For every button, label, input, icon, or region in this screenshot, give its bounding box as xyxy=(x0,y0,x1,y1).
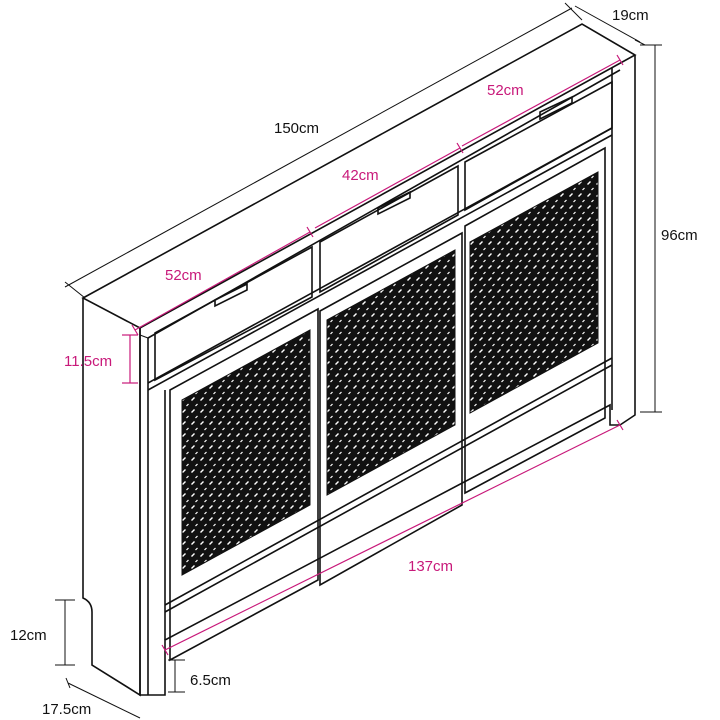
label-drawer-height: 11.5cm xyxy=(64,353,112,370)
drawer-handle-right[interactable] xyxy=(539,95,573,121)
label-height: 96cm xyxy=(661,227,698,244)
dim-96 xyxy=(640,44,662,413)
label-drawer-left: 52cm xyxy=(165,267,202,284)
dim-12 xyxy=(55,599,75,666)
panel-frame-right xyxy=(464,146,606,495)
grille-right xyxy=(469,171,599,414)
grille-left xyxy=(181,329,311,576)
drawer-middle[interactable] xyxy=(319,164,459,294)
dim-137 xyxy=(161,419,624,656)
bottom-rail-top xyxy=(164,357,613,606)
label-overall-width: 150cm xyxy=(274,120,319,137)
dim-17-5 xyxy=(65,677,141,719)
panel-top-line xyxy=(147,134,613,391)
grille-middle xyxy=(326,249,456,496)
dim-drawer-right xyxy=(461,54,624,147)
bottom-rail-line xyxy=(164,364,613,613)
panel-frame-left xyxy=(169,307,319,662)
drawer-right[interactable] xyxy=(464,80,613,212)
label-depth: 19cm xyxy=(612,7,649,24)
dim-drawer-middle xyxy=(314,142,464,229)
panel-frame-middle xyxy=(319,231,463,587)
drawer-left[interactable] xyxy=(154,245,313,382)
label-side-depth: 17.5cm xyxy=(42,701,91,718)
drawer-handle-left[interactable] xyxy=(214,282,248,308)
label-inner-width: 137cm xyxy=(408,558,453,575)
dim-6-5 xyxy=(168,659,185,693)
label-foot-height: 12cm xyxy=(10,627,47,644)
drawer-handle-middle[interactable] xyxy=(377,190,411,216)
dim-19 xyxy=(574,5,646,46)
label-drawer-right: 52cm xyxy=(487,82,524,99)
edge-line xyxy=(139,334,149,339)
left-side-panel xyxy=(82,298,141,697)
label-bottom-gap: 6.5cm xyxy=(190,672,231,689)
dim-150 xyxy=(64,2,583,299)
dim-drawer-left xyxy=(131,226,314,336)
dim-11-5 xyxy=(122,334,138,384)
label-drawer-middle: 42cm xyxy=(342,167,379,184)
